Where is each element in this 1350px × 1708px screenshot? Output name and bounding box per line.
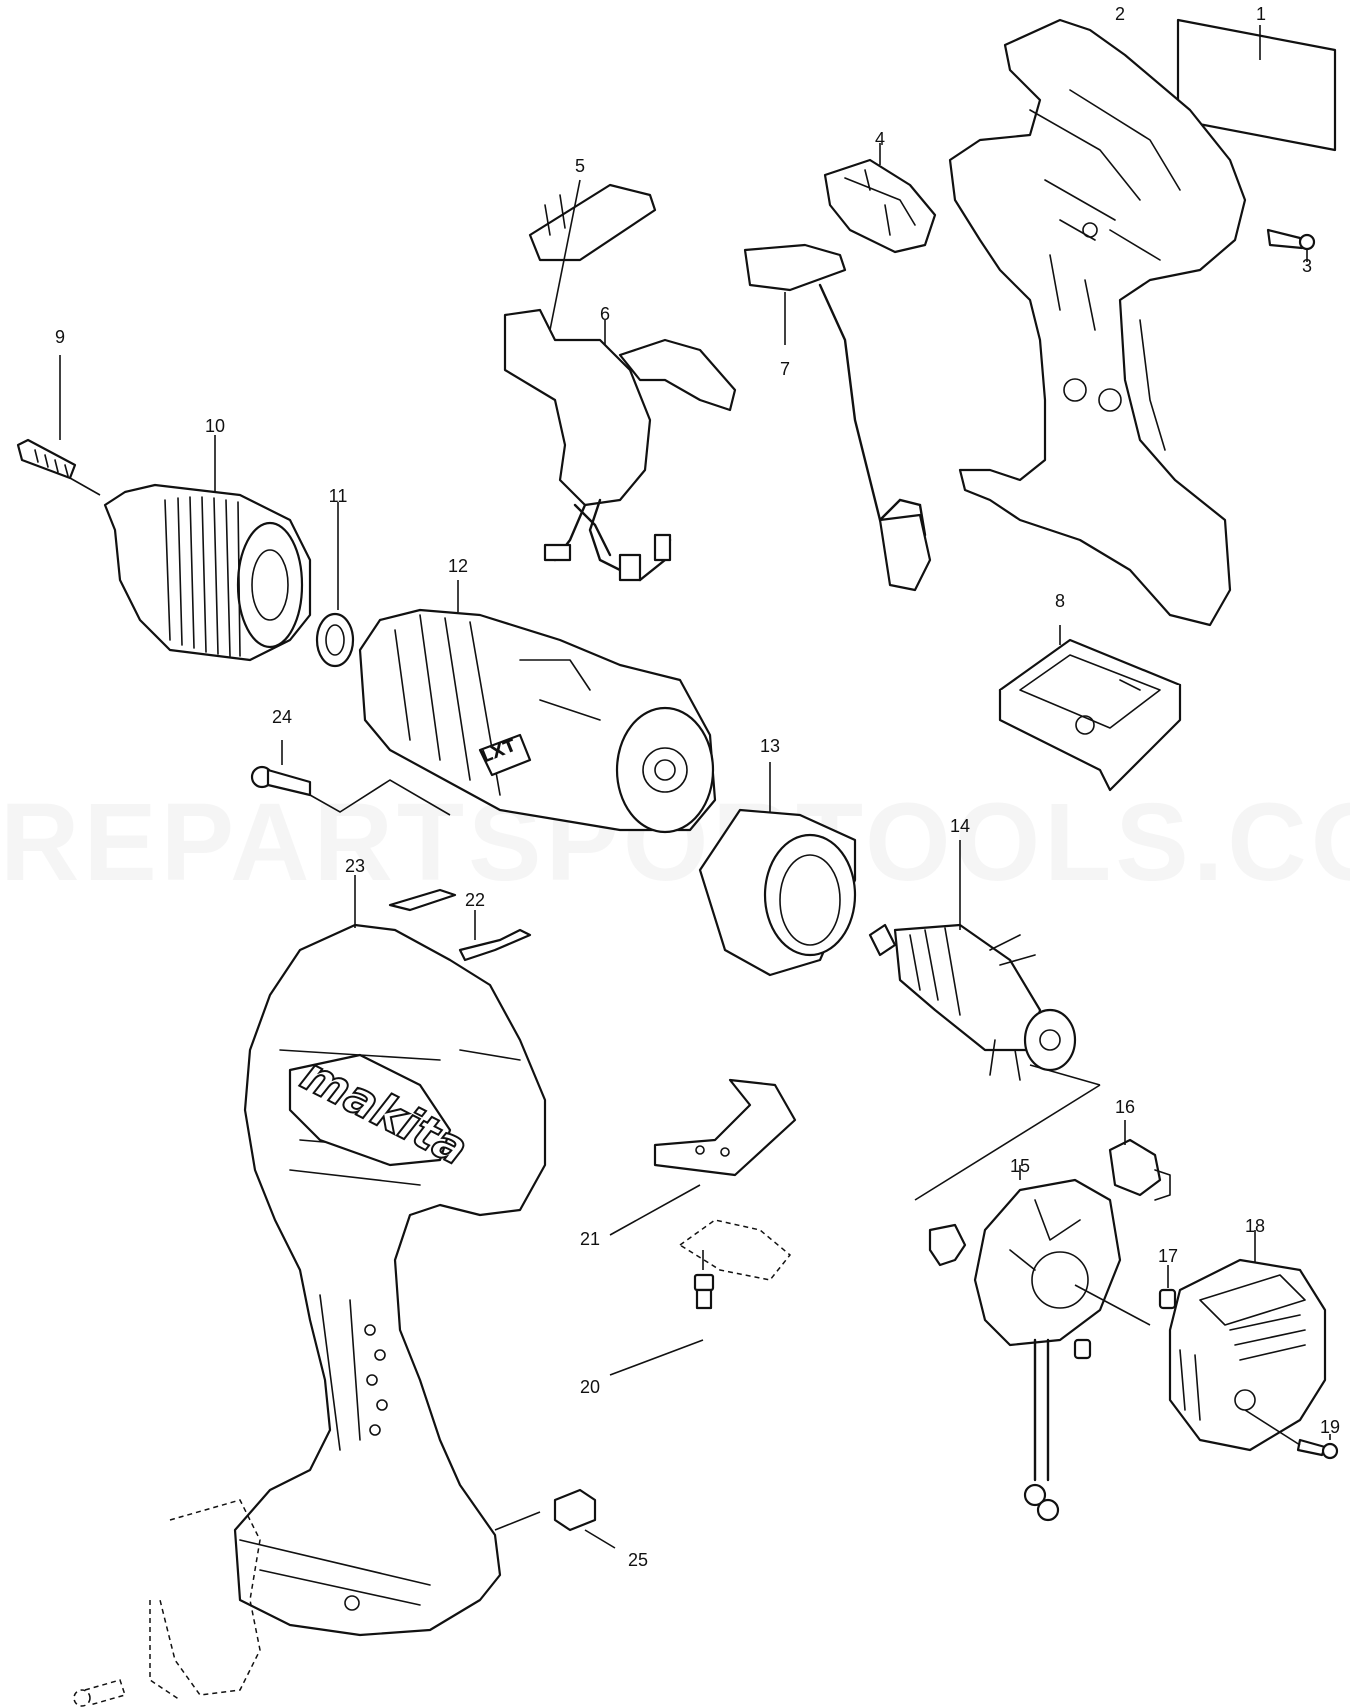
part-17-pin	[1158, 1265, 1177, 1310]
callout-8: 8	[1055, 591, 1065, 611]
part-25-clip	[553, 1488, 616, 1549]
optional-hook-assembly	[73, 1499, 261, 1707]
callout-4: 4	[875, 129, 885, 149]
part-12-gear-assembly: LXT	[358, 580, 717, 834]
part-14-armature	[868, 840, 1101, 1086]
part-10-chuck	[103, 435, 312, 662]
part-20-screw	[609, 1250, 715, 1376]
part-16-carbon-brush	[1108, 1120, 1171, 1201]
callout-3: 3	[1302, 256, 1312, 276]
part-5-contact-block	[528, 179, 657, 331]
part-9-chuck-screw	[16, 355, 101, 496]
callout-19: 19	[1320, 1417, 1340, 1437]
callout-16: 16	[1115, 1097, 1135, 1117]
part-15-brush-holder	[928, 1165, 1151, 1522]
part-2-housing-right	[948, 18, 1247, 627]
part-8-controller	[998, 625, 1182, 792]
part-7-sensor	[743, 243, 932, 592]
part-4-switch-block	[823, 143, 937, 254]
callout-numbers: 1 2 3 4 5 6 7 8 9 10 11 12 13 14 15 16 1…	[55, 4, 1340, 1570]
callout-17: 17	[1158, 1246, 1178, 1266]
part-23-housing-left: makita	[233, 875, 547, 1637]
callout-15: 15	[1010, 1156, 1030, 1176]
part-11-washer	[315, 502, 355, 668]
callout-14: 14	[950, 816, 970, 836]
callout-23: 23	[345, 856, 365, 876]
callout-5: 5	[575, 156, 585, 176]
part-3-screw	[1266, 228, 1316, 262]
part-13-stator	[698, 762, 857, 977]
callout-2: 2	[1115, 4, 1125, 24]
part-1-nameplate	[1176, 18, 1337, 152]
callout-12: 12	[448, 556, 468, 576]
callout-18: 18	[1245, 1216, 1265, 1236]
callout-22: 22	[465, 890, 485, 910]
part-19-screw	[1244, 1409, 1339, 1460]
part-6-switch	[503, 308, 737, 582]
part-24-screw	[250, 740, 451, 816]
callout-6: 6	[600, 304, 610, 324]
part-18-rear-cover	[1168, 1230, 1327, 1452]
callout-1: 1	[1256, 4, 1266, 24]
part-21-bracket	[609, 1078, 797, 1281]
callout-11: 11	[329, 486, 348, 506]
callout-9: 9	[55, 327, 65, 347]
callout-20: 20	[580, 1377, 600, 1397]
callout-25: 25	[628, 1550, 648, 1570]
callout-24: 24	[272, 707, 292, 727]
part-22-spring	[388, 888, 532, 962]
callout-7: 7	[780, 359, 790, 379]
callout-10: 10	[205, 416, 225, 436]
callout-21: 21	[580, 1229, 600, 1249]
callout-13: 13	[760, 736, 780, 756]
